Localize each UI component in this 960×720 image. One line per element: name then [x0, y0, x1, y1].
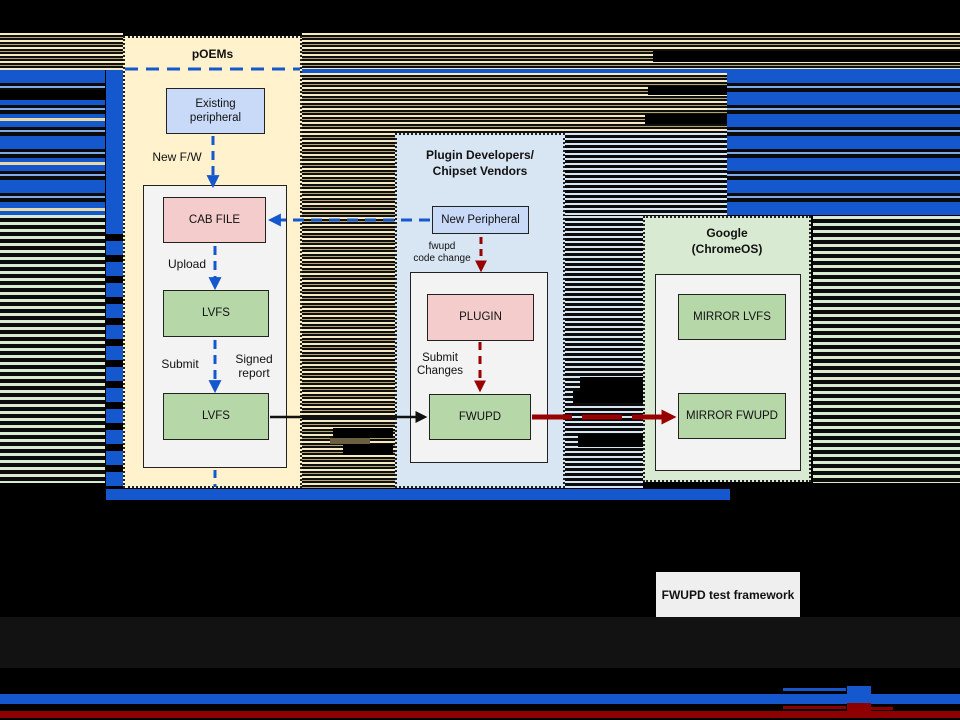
node-cab-file: CAB FILE — [163, 197, 266, 243]
label-new-fw: New F/W — [152, 150, 202, 164]
glitch-tan-line — [0, 208, 105, 211]
glitch-tan-line — [0, 118, 105, 121]
glitch-black-bar — [578, 434, 643, 447]
group-plugin-title: Plugin Developers/ Chipset Vendors — [397, 148, 563, 179]
node-mirror-lvfs: MIRROR LVFS — [678, 294, 786, 340]
node-lvfs-2: LVFS — [163, 393, 269, 440]
node-fwupd-test-framework: FWUPD test framework — [656, 572, 800, 617]
group-google-title-line2: (ChromeOS) — [691, 241, 763, 256]
group-poems-title: pOEMs — [191, 47, 234, 61]
glitch-olive-bar — [330, 438, 370, 444]
glitch-black-bar — [645, 114, 727, 124]
label-fwupd-code-change: fwupd code change — [413, 241, 471, 264]
glitch-red-line-small — [783, 706, 846, 709]
glitch-black-bar — [648, 86, 727, 95]
group-google-title: Google (ChromeOS) — [645, 226, 809, 257]
node-lvfs-1: LVFS — [163, 290, 269, 337]
glitch-black-bar — [343, 444, 393, 455]
node-existing-peripheral: Existing peripheral — [166, 88, 265, 134]
glitch-blue-hline — [302, 69, 960, 73]
glitch-black-bar — [580, 377, 643, 391]
label-signed-report: Signed report — [235, 352, 273, 380]
glitch-black-bar — [653, 51, 960, 62]
glitch-blue-bar-bottom — [0, 694, 960, 704]
glitch-lightblue-band — [565, 133, 727, 216]
glitch-tan-band — [302, 73, 727, 133]
glitch-black-bar — [0, 90, 105, 100]
glitch-blue-vbar — [106, 70, 123, 220]
group-plugin-title-line1: Plugin Developers/ — [425, 148, 535, 162]
node-plugin: PLUGIN — [427, 294, 534, 341]
glitch-blue-square — [847, 686, 871, 706]
glitch-black-bar — [573, 391, 643, 403]
glitch-blue-hbar — [106, 489, 730, 500]
glitch-green-band — [813, 216, 960, 483]
glitch-blue-line-small — [783, 688, 846, 691]
glitch-lightblue-band — [565, 216, 643, 488]
glitch-red-line-small — [871, 707, 893, 710]
glitch-blue-band — [727, 70, 960, 215]
label-submit: Submit — [161, 357, 199, 371]
label-submit-changes: Submit Changes — [416, 352, 464, 378]
glitch-blue-vbar-dashed — [106, 220, 123, 486]
glitch-red-bar-bottom — [0, 711, 960, 718]
node-mirror-fwupd: MIRROR FWUPD — [678, 393, 786, 439]
group-plugin-title-line2: Chipset Vendors — [432, 163, 528, 178]
glitch-tan-band — [0, 33, 123, 70]
glitch-black-bar — [333, 428, 393, 438]
node-fwupd: FWUPD — [429, 394, 531, 440]
glitch-tan-line — [0, 162, 105, 165]
glitch-green-band — [0, 215, 105, 483]
label-upload: Upload — [167, 257, 207, 271]
node-new-peripheral: New Peripheral — [432, 206, 529, 234]
glitch-dark-band — [0, 617, 960, 668]
group-google-title-line1: Google — [706, 226, 748, 240]
